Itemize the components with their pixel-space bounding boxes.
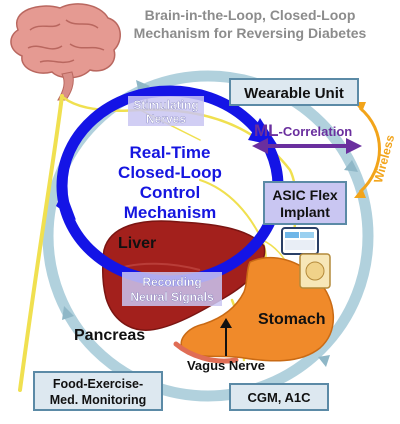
- vagus-nerve-label: Vagus Nerve: [187, 358, 265, 373]
- implant-device: [281, 227, 331, 289]
- asic-label-line-1: ASIC Flex: [272, 187, 338, 203]
- asic-label-line-2: Implant: [280, 204, 330, 220]
- center-line-3: Control: [140, 183, 200, 202]
- stimulating-nerves-line-2: Nerves: [146, 112, 186, 126]
- stimulating-label-bg: [128, 96, 204, 126]
- pancreas-organ: [173, 341, 239, 364]
- recording-line-1: Recording: [142, 275, 201, 289]
- ring-arrowhead-left: [62, 306, 74, 320]
- ml-prefix: ML: [254, 121, 279, 140]
- vagus-pointer: [220, 318, 232, 356]
- brain-illustration: [10, 3, 121, 101]
- loop-arrowhead-upper: [248, 118, 278, 146]
- food-monitoring-line-2: Med. Monitoring: [50, 393, 147, 407]
- title-line-2: Mechanism for Reversing Diabetes: [134, 25, 367, 41]
- stomach-label: Stomach: [258, 311, 326, 328]
- recording-label-bg: [122, 272, 222, 306]
- ring-arrowhead-right: [344, 160, 358, 172]
- stimulating-nerves-line-1: Stimulating: [133, 98, 198, 112]
- wearable-unit-box: [229, 78, 359, 106]
- center-line-4: Mechanism: [124, 203, 217, 222]
- pancreas-label: Pancreas: [74, 327, 145, 344]
- loop-arrowhead-left: [56, 188, 76, 220]
- ring-arrowhead-bottom-right: [318, 355, 330, 367]
- center-line-1: Real-Time: [130, 143, 211, 162]
- center-line-2: Closed-Loop: [118, 163, 222, 182]
- ml-correlation-arrow: [252, 138, 362, 154]
- food-monitoring-line-1: Food-Exercise-: [53, 377, 143, 391]
- ml-suffix: -Correlation: [279, 124, 353, 139]
- recording-line-2: Neural Signals: [130, 290, 214, 304]
- wearable-unit-label: Wearable Unit: [244, 85, 344, 102]
- food-monitoring-box: [33, 371, 163, 411]
- liver-label: Liver: [118, 235, 156, 252]
- liver-highlight: [119, 262, 201, 271]
- title-line-1: Brain-in-the-Loop, Closed-Loop: [145, 7, 356, 23]
- ml-correlation-label: ML-Correlation: [254, 121, 352, 140]
- asic-implant-box: [263, 181, 347, 225]
- cgm-label: CGM, A1C: [247, 390, 311, 405]
- wireless-label: Wireless: [371, 133, 397, 185]
- cgm-box: [229, 383, 329, 411]
